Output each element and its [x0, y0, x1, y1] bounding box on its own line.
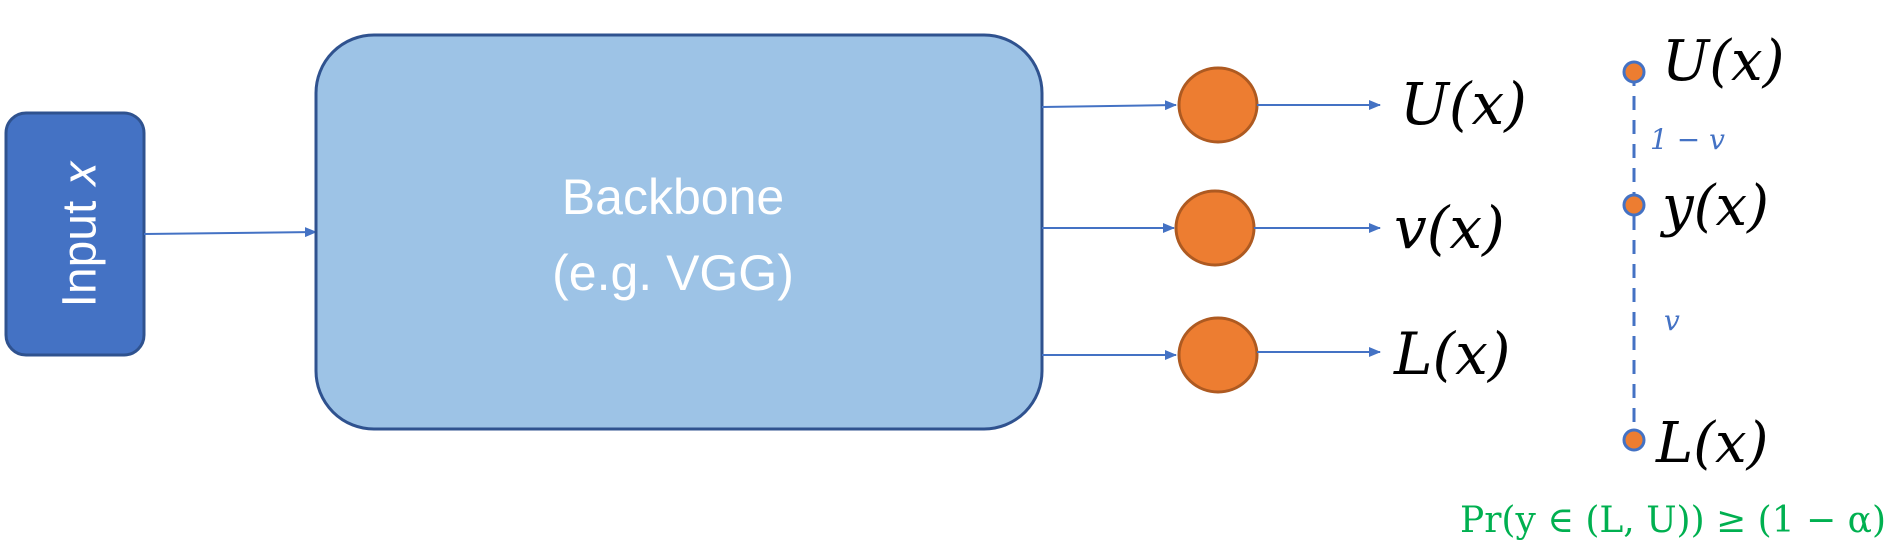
interval-gap-lower: v — [1664, 304, 1680, 337]
coverage-formula: Pr(y ∈ (L, U)) ≥ (1 − α) — [1460, 500, 1885, 541]
interval-point-upper — [1622, 60, 1646, 84]
input-label: Input 𝑥 — [54, 160, 107, 307]
output-node-middle — [1174, 189, 1256, 267]
interval-label-upper: U(x) — [1662, 29, 1784, 94]
backbone-subtitle: (e.g. VGG) — [552, 245, 794, 301]
arrow-input-to-backbone — [143, 227, 317, 238]
interval-label-middle: y(x) — [1659, 174, 1769, 239]
backbone-title: Backbone — [562, 169, 784, 225]
input-block: Input 𝑥 — [4, 111, 146, 357]
arrow-backbone-to-node-upper — [1041, 100, 1177, 111]
backbone-block: Backbone (e.g. VGG) — [314, 33, 1044, 431]
output-head-lower: L(x) — [1042, 316, 1510, 394]
interval-illustration: U(x) y(x) L(x) 1 − v v — [1622, 29, 1784, 476]
output-label-lower: L(x) — [1393, 320, 1510, 388]
interval-gap-upper: 1 − v — [1650, 123, 1725, 156]
output-head-middle: v(x) — [1042, 189, 1505, 267]
output-label-upper: U(x) — [1400, 70, 1527, 138]
output-label-middle: v(x) — [1394, 194, 1505, 262]
interval-label-lower: L(x) — [1655, 411, 1768, 476]
output-head-upper: U(x) — [1041, 66, 1527, 144]
output-node-upper — [1177, 66, 1259, 144]
interval-point-middle — [1622, 193, 1646, 217]
output-node-lower — [1177, 316, 1259, 394]
interval-point-lower — [1622, 428, 1646, 452]
backbone-box — [314, 33, 1044, 431]
